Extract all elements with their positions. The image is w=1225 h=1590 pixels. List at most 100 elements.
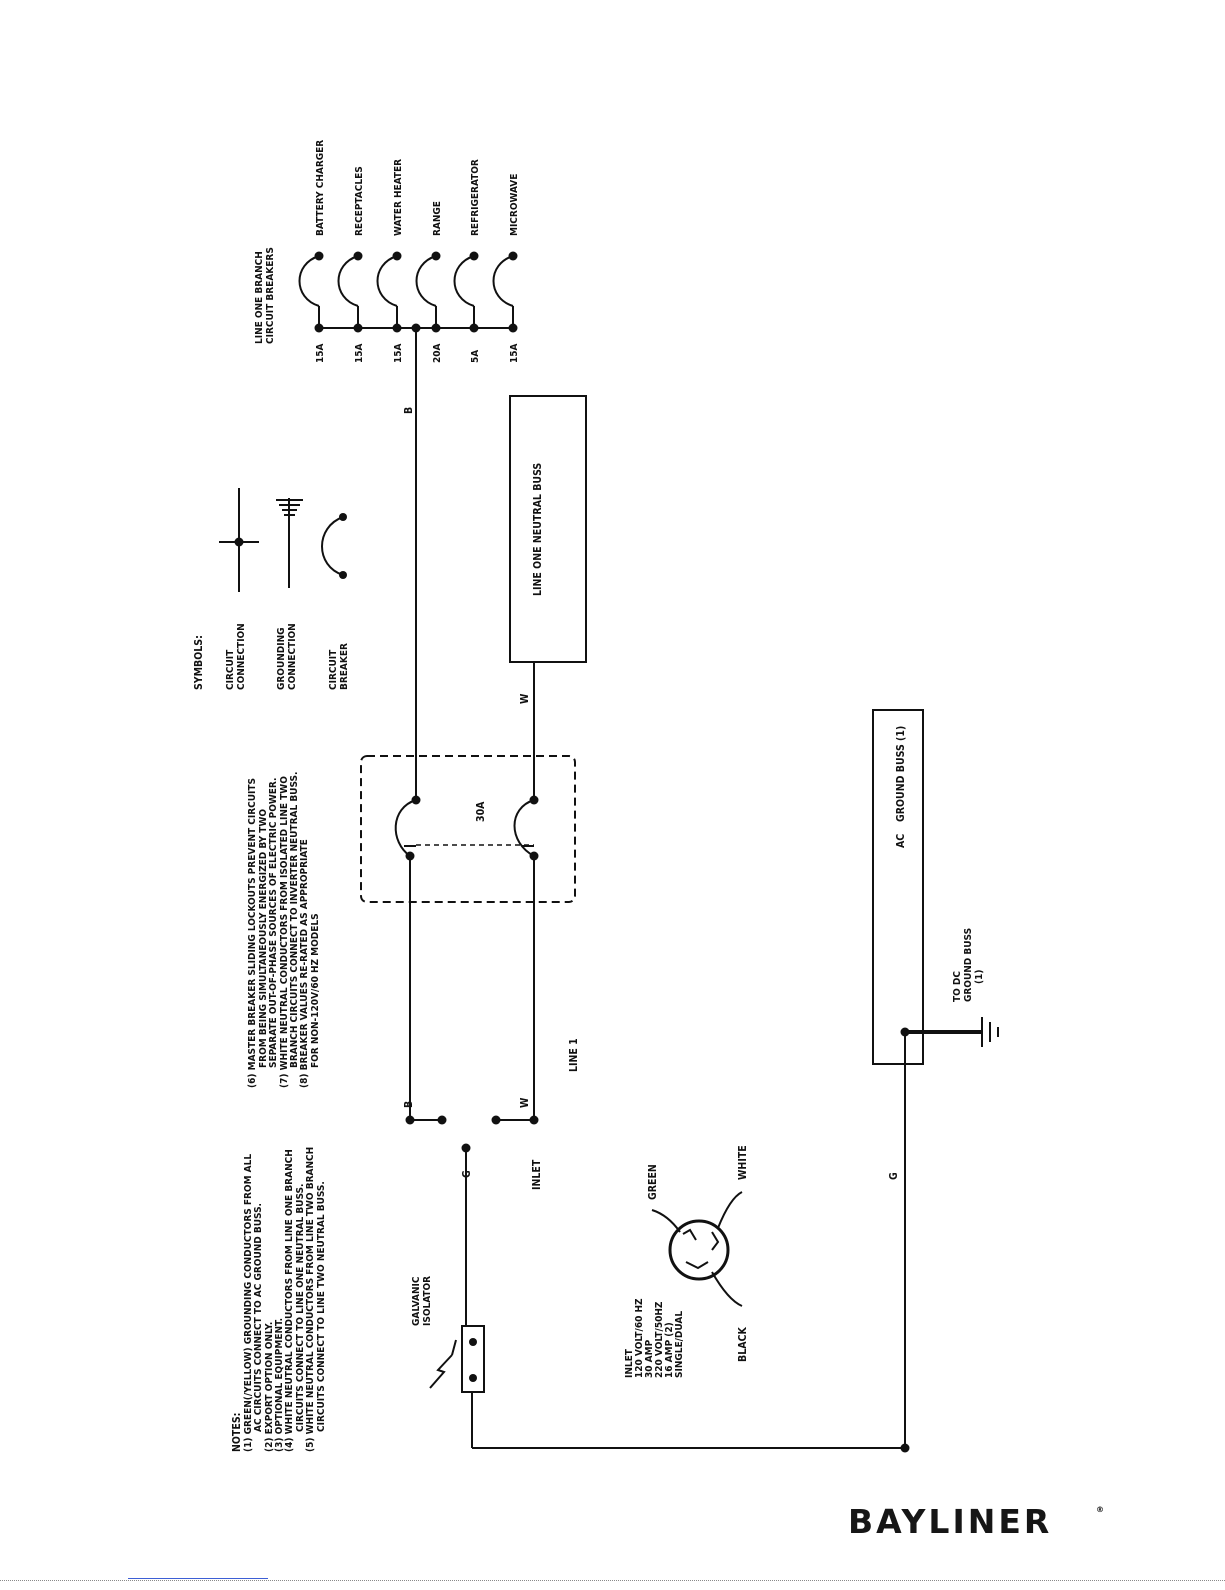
line-label: LINE 1 bbox=[568, 1038, 580, 1072]
symbol-breaker-dot bbox=[339, 571, 347, 579]
plug-pin-black bbox=[685, 1261, 709, 1270]
symbol-breaker-dot bbox=[339, 513, 347, 521]
branch-breaker: WATER HEATER 15A bbox=[376, 159, 404, 363]
master-breaker-black-icon bbox=[394, 799, 417, 857]
branch-breaker-icon bbox=[337, 255, 359, 307]
symbol-grounding-connection-label: GROUNDING bbox=[276, 627, 287, 690]
note-line: (7) WHITE NEUTRAL CONDUCTORS FROM ISOLAT… bbox=[279, 776, 290, 1088]
note-line: FROM BEING SIMULTANEOUSLY ENERGIZED BY T… bbox=[258, 809, 269, 1068]
branch-breaker-terminal bbox=[314, 323, 324, 333]
plug-white-leader bbox=[717, 1191, 743, 1229]
master-breaker-enclosure bbox=[360, 755, 576, 903]
brand-registered-mark: ® bbox=[1096, 1505, 1104, 1514]
branch-breaker-rating: 15A bbox=[315, 343, 326, 363]
ground-inlet-label: G bbox=[461, 1170, 473, 1178]
branch-breakers-heading: LINE ONE BRANCH bbox=[254, 251, 265, 344]
master-breaker-rating: 30A bbox=[475, 801, 487, 822]
plug-black-leader bbox=[711, 1271, 743, 1307]
black-wire-label: B bbox=[403, 407, 415, 414]
plug-white-label: WHITE bbox=[737, 1145, 749, 1180]
note-line: (3) OPTIONAL EQUIPMENT. bbox=[274, 1318, 285, 1452]
branch-breaker-label: REFRIGERATOR bbox=[470, 159, 481, 236]
symbol-connection-dot bbox=[234, 537, 244, 547]
galvanic-isolator-leader bbox=[451, 1339, 457, 1356]
branch-breaker-terminal bbox=[469, 323, 479, 333]
master-breaker-terminal bbox=[405, 851, 415, 861]
inlet-plug-icon bbox=[668, 1219, 730, 1281]
note-line: (2) EXPORT OPTION ONLY. bbox=[264, 1322, 275, 1452]
note-line: FOR NON-120V/60 HZ MODELS bbox=[310, 913, 321, 1068]
branch-breaker-terminal bbox=[353, 251, 363, 261]
inlet-spec-line: 16 AMP (2) bbox=[664, 1322, 675, 1378]
branch-breaker-label: WATER HEATER bbox=[393, 159, 404, 236]
branch-breaker-terminal bbox=[508, 323, 518, 333]
branch-breaker-rating: 20A bbox=[432, 343, 443, 363]
white-wire-label: W bbox=[519, 693, 531, 704]
inlet-spec-line: INLET bbox=[624, 1348, 635, 1378]
inlet-terminal-dot bbox=[491, 1115, 501, 1125]
master-breaker-terminal bbox=[529, 851, 539, 861]
black-inlet-label: B bbox=[403, 1101, 415, 1108]
to-dc-label: GROUND BUSS bbox=[963, 928, 974, 1002]
note-line: CIRCUITS CONNECT TO LINE ONE NEUTRAL BUS… bbox=[295, 1184, 306, 1432]
bus-junction-dot bbox=[411, 323, 421, 333]
inlet-spec-line: SINGLE/DUAL bbox=[674, 1311, 685, 1378]
branch-breaker-rating: 15A bbox=[393, 343, 404, 363]
neutral-buss-label: LINE ONE NEUTRAL BUSS bbox=[532, 463, 544, 596]
note-line: CIRCUITS CONNECT TO LINE TWO NEUTRAL BUS… bbox=[316, 1181, 327, 1432]
branch-breaker-icon bbox=[492, 255, 514, 307]
plug-green-label: GREEN bbox=[647, 1164, 659, 1200]
branch-breaker-icon bbox=[453, 255, 475, 307]
note-line: SEPARATE OUT-OF-PHASE SOURCES OF ELECTRI… bbox=[268, 778, 279, 1068]
branch-breaker-icon bbox=[298, 255, 320, 307]
branch-breaker-label: BATTERY CHARGER bbox=[315, 140, 326, 236]
neutral-buss-box bbox=[509, 395, 587, 663]
to-dc-label: (1) bbox=[974, 970, 985, 984]
isolator-dot bbox=[469, 1338, 477, 1346]
ground-junction-dot bbox=[900, 1443, 910, 1453]
branch-breaker-terminal bbox=[469, 251, 479, 261]
galvanic-isolator-box bbox=[461, 1325, 485, 1393]
symbol-circuit-connection-label: CONNECTION bbox=[236, 623, 247, 690]
inlet-terminal-dot bbox=[529, 1115, 539, 1125]
symbol-circuit-breaker-label: CIRCUIT bbox=[328, 649, 339, 690]
note-line: (5) WHITE NEUTRAL CONDUCTORS FROM LINE T… bbox=[305, 1147, 316, 1452]
branch-breaker-terminal bbox=[353, 323, 363, 333]
footer-link-underline bbox=[128, 1578, 268, 1579]
ground-buss-dot bbox=[900, 1027, 910, 1037]
branch-breaker: RANGE 20A bbox=[415, 201, 443, 363]
inlet-ground-dot bbox=[461, 1143, 471, 1153]
plug-pin-white bbox=[711, 1231, 720, 1251]
note-line: (1) GREEN(/YELLOW) GROUNDING CONDUCTORS … bbox=[243, 1154, 254, 1452]
inlet-spec-line: 30 AMP bbox=[644, 1339, 655, 1378]
galvanic-isolator-arrow-icon bbox=[429, 1354, 453, 1389]
page-footer-rule bbox=[0, 1580, 1225, 1581]
symbol-circuit-connection-label: CIRCUIT bbox=[225, 649, 236, 690]
white-inlet-label: W bbox=[519, 1097, 531, 1108]
branch-breaker-rating: 15A bbox=[354, 343, 365, 363]
branch-breaker-terminal bbox=[508, 251, 518, 261]
bayliner-logo: BAYLINER ® bbox=[848, 1502, 1104, 1538]
branch-breaker-icon bbox=[376, 255, 398, 307]
inlet-terminal-dot bbox=[437, 1115, 447, 1125]
ground-buss-prefix: AC bbox=[895, 834, 907, 848]
note-line: BRANCH CIRCUITS CONNECT TO INVERTER NEUT… bbox=[289, 772, 300, 1068]
note-line: AC CIRCUITS CONNECT TO AC GROUND BUSS. bbox=[253, 1203, 264, 1432]
symbols-heading: SYMBOLS: bbox=[193, 635, 205, 690]
branch-breaker-label: RANGE bbox=[432, 201, 443, 236]
master-breaker-terminal bbox=[411, 795, 421, 805]
to-dc-label: TO DC bbox=[952, 971, 963, 1002]
brand-wordmark: BAYLINER bbox=[848, 1502, 1052, 1538]
branch-breaker-terminal bbox=[392, 251, 402, 261]
branch-breaker-terminal bbox=[392, 323, 402, 333]
ground-buss-box bbox=[872, 709, 924, 1065]
branch-breakers-heading: CIRCUIT BREAKERS bbox=[265, 247, 276, 344]
ground-wire-label: G bbox=[888, 1172, 900, 1180]
branch-breaker-terminal bbox=[431, 251, 441, 261]
master-breaker-terminal bbox=[529, 795, 539, 805]
